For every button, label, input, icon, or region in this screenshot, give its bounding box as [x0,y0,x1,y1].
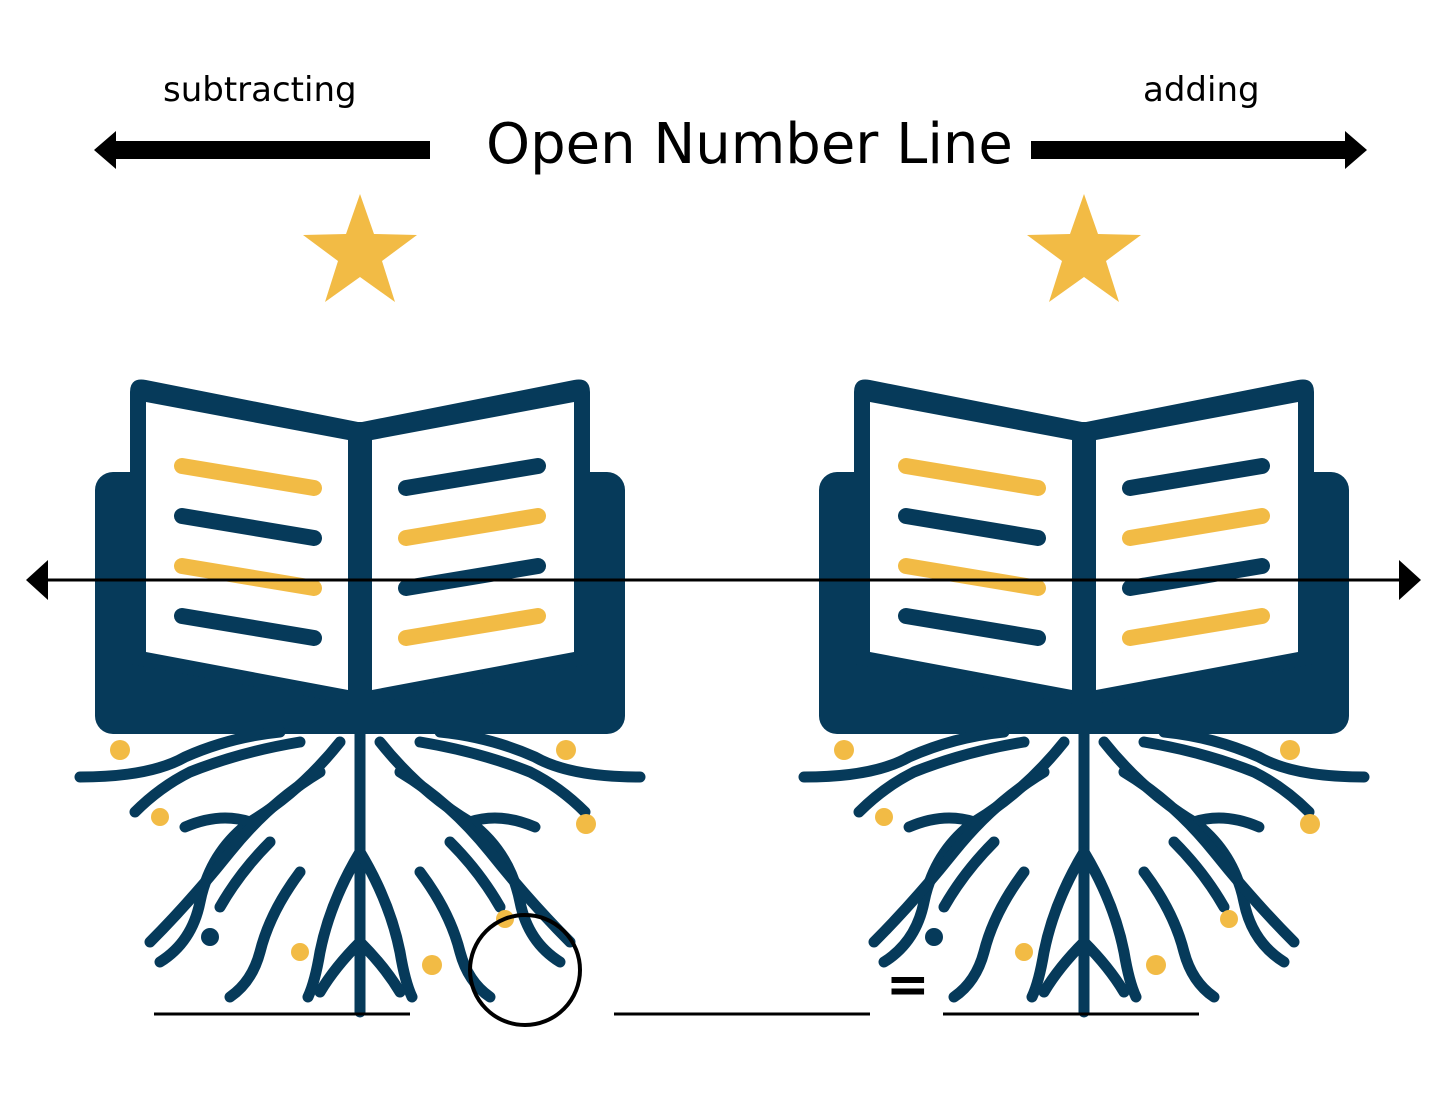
book-roots-icon-right [804,194,1364,1012]
book-roots-icon-left [80,194,640,1012]
operator-circle [468,913,582,1027]
number-line [26,560,1421,600]
adding-label: adding [1143,70,1260,110]
subtracting-label: subtracting [163,70,357,110]
page-title: Open Number Line [486,112,1013,177]
number-line-left-arrowhead [26,560,48,600]
subtracting-arrow [94,131,430,169]
number-line-right-arrowhead [1399,560,1421,600]
adding-arrow [1031,131,1367,169]
equals-sign: = [886,955,930,1015]
